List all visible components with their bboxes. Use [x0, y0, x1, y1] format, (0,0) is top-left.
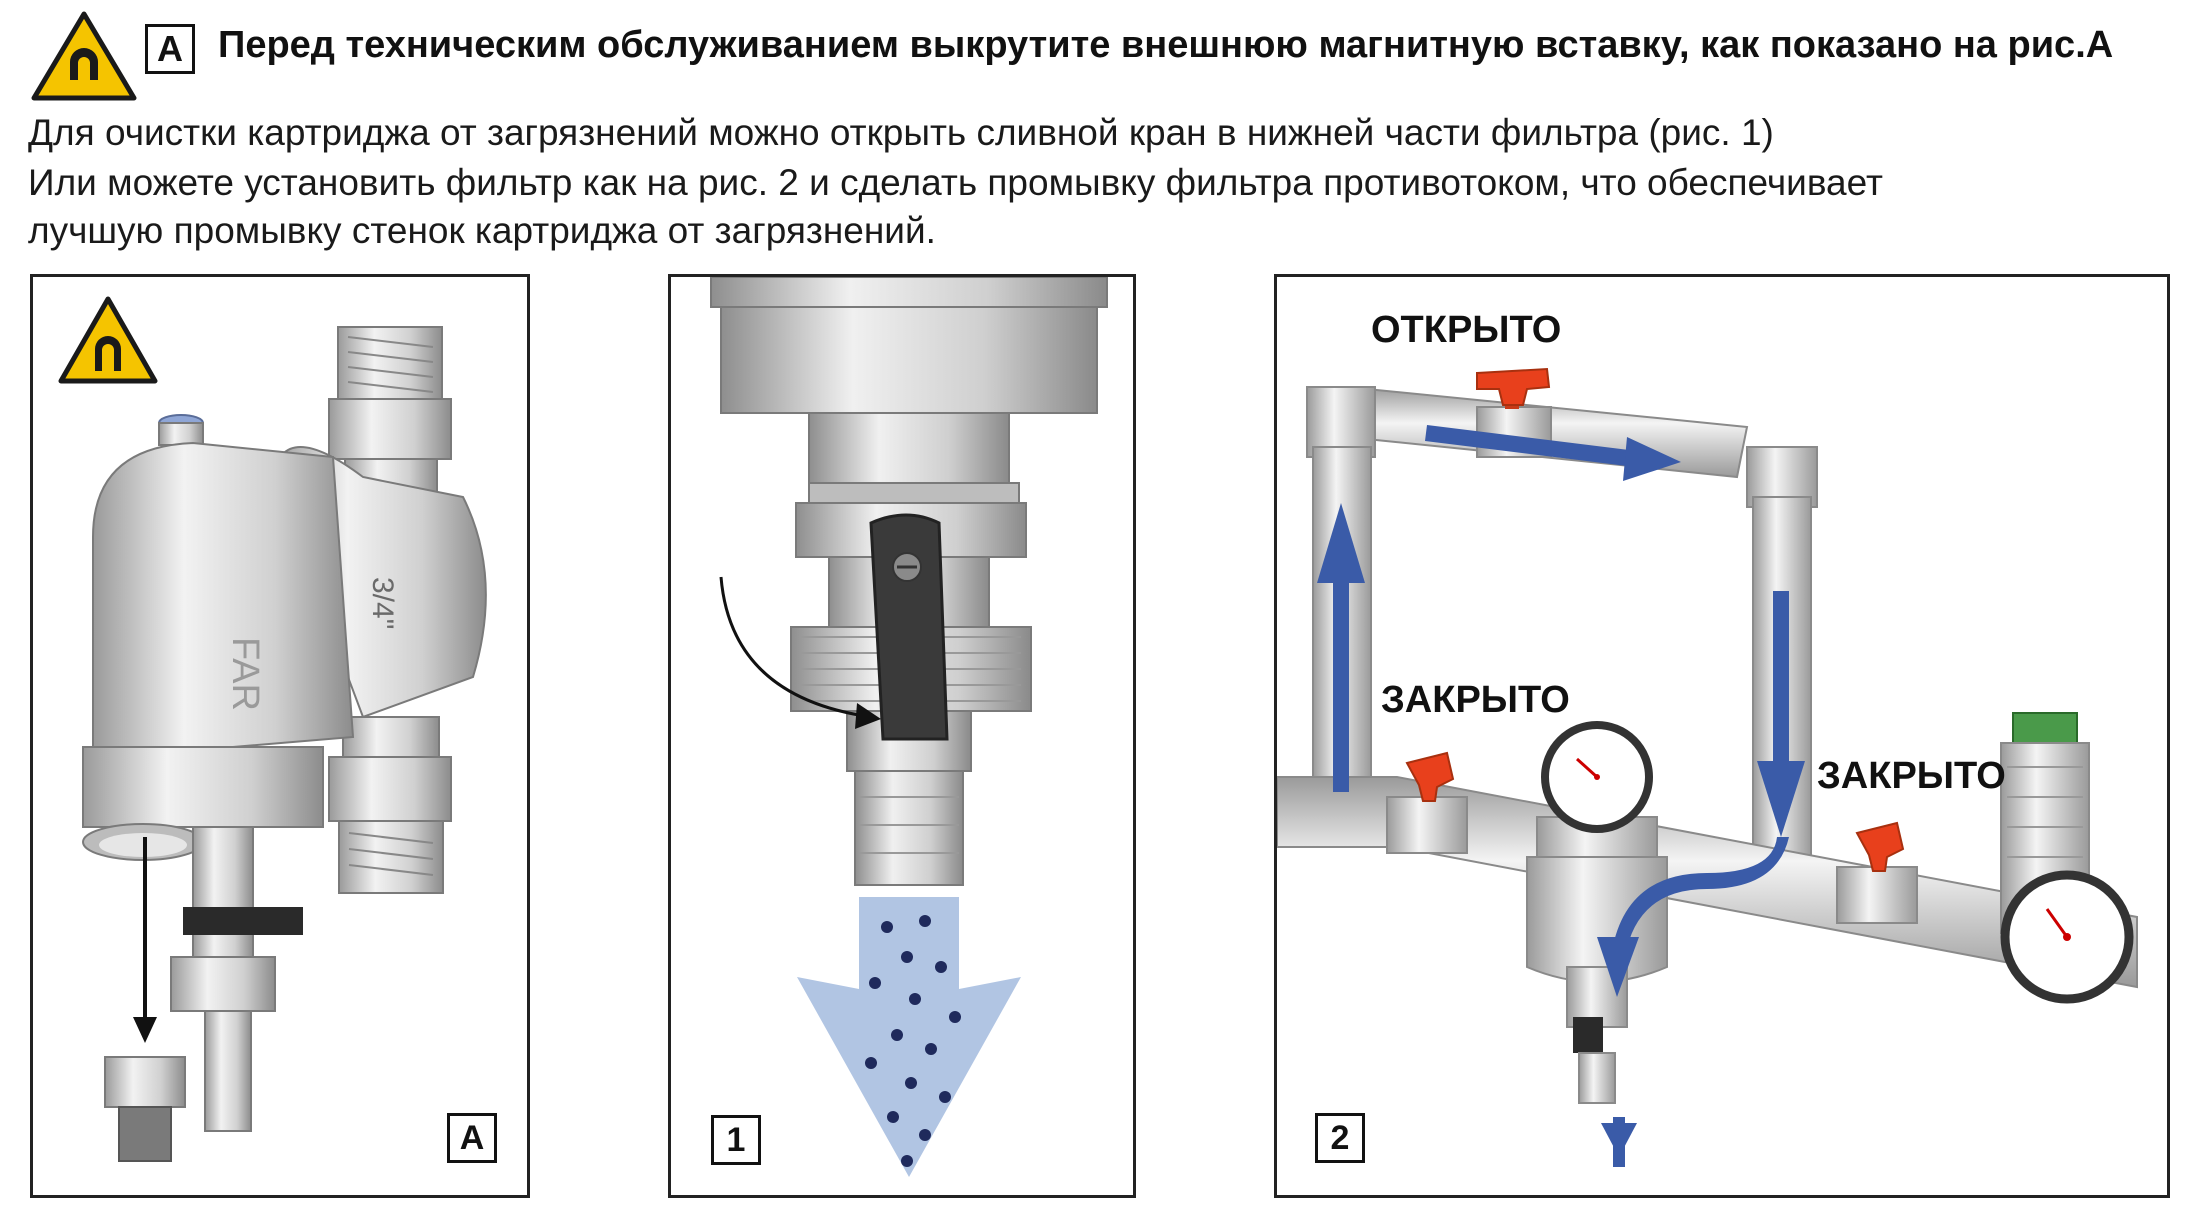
header-title: Перед техническим обслуживанием выкрутит…: [218, 24, 2114, 66]
water-flow: [797, 897, 1021, 1177]
filter-disassembly-illustration: FAR 3/4": [58, 296, 487, 1162]
figure-a-badge: A: [447, 1113, 497, 1163]
panel-figure-1: 1: [668, 274, 1136, 1198]
turn-arrow: [719, 576, 872, 719]
label-open: ОТКРЫТО: [1371, 309, 1562, 351]
figure-2-badge: 2: [1315, 1113, 1365, 1163]
panel-figure-2: ОТКРЫТО ЗАКРЫТО ЗАКРЫТО 2: [1274, 274, 2170, 1198]
closed-valve-handle-left: [1405, 751, 1455, 802]
closed-valve-handle-right: [1855, 821, 1905, 872]
flow-arrows: [1317, 425, 1805, 1167]
figure-1-badge: 1: [711, 1115, 761, 1165]
filter-size-marking: 3/4": [366, 577, 399, 629]
label-closed-right: ЗАКРЫТО: [1817, 755, 2006, 797]
open-valve-handle: [1476, 367, 1551, 406]
drain-valve-illustration: [710, 277, 1108, 1177]
label-closed-left: ЗАКРЫТО: [1381, 679, 1570, 721]
magnet-warning-icon: [31, 11, 137, 101]
intro-line-1: Для очистки картриджа от загрязнений мож…: [28, 112, 1774, 153]
drain-valve-handle: [869, 513, 949, 741]
intro-line-2: Или можете установить фильтр как на рис.…: [28, 162, 1883, 203]
header-warning-icon: [30, 8, 138, 104]
filter-brand-marking: FAR: [224, 637, 266, 711]
panel-figure-a: FAR 3/4" A: [30, 274, 530, 1198]
magnet-warning-icon: [58, 296, 158, 384]
intro-line-3: лучшую промывку стенок картриджа от загр…: [28, 210, 936, 251]
header-figure-badge: A: [145, 24, 195, 74]
backflush-installation-illustration: [1277, 367, 2138, 1167]
